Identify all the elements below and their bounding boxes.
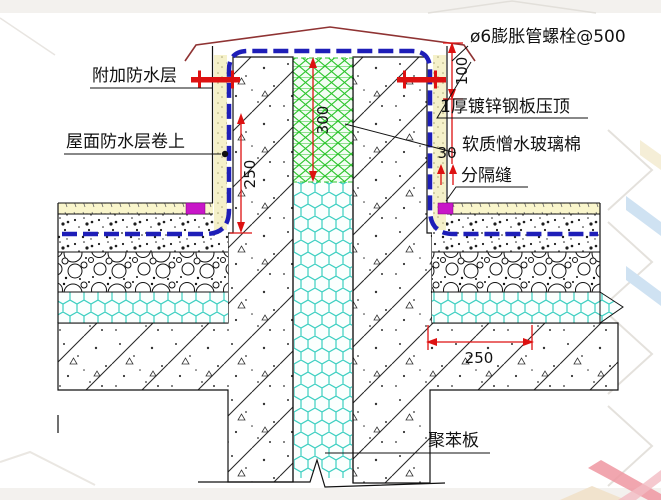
left-sealant-block xyxy=(185,202,206,215)
left-roof-layers xyxy=(57,202,228,433)
right-protective-screed xyxy=(447,203,600,214)
label-roof-membrane-up: 屋面防水层卷上 xyxy=(66,132,185,152)
leader-lines xyxy=(64,45,588,454)
waterproof-membrane-line xyxy=(62,48,598,237)
right-chevrons-decor xyxy=(607,129,654,487)
left-protective-screed xyxy=(58,203,213,214)
joint-break-notch xyxy=(309,459,327,481)
right-roof-layers xyxy=(432,202,624,324)
dim-text-250-bottom: 250 xyxy=(465,349,494,367)
joint-polystyrene-filler xyxy=(294,182,352,478)
right-insulation-break xyxy=(599,291,624,324)
right-sealant-block xyxy=(437,202,454,215)
dim-text-250-left: 250 xyxy=(241,160,259,189)
label-glass-wool: 软质憎水玻璃棉 xyxy=(462,135,581,155)
right-additional-waterproof-strip xyxy=(433,55,446,230)
label-additional-waterproof: 附加防水层 xyxy=(92,66,177,86)
left-additional-waterproof-strip xyxy=(214,55,227,230)
dim-text-300: 300 xyxy=(314,106,332,135)
galvanized-coping-line xyxy=(184,26,476,62)
expansion-bolt-left xyxy=(191,70,240,89)
left-insulation-layer xyxy=(58,292,228,323)
label-separation-joint: 分隔缝 xyxy=(461,166,512,186)
left-gravel-layer xyxy=(58,252,228,292)
dim-text-30: 30 xyxy=(437,144,456,162)
right-gravel-layer xyxy=(432,252,600,292)
right-insulation-layer xyxy=(432,292,600,323)
parapet-waterproof-strips xyxy=(211,46,448,230)
bottom-break-line xyxy=(198,457,446,488)
membrane-leader-dot xyxy=(221,150,229,158)
dim-text-100: 100 xyxy=(453,57,471,86)
expansion-bolt-right xyxy=(397,70,446,89)
dimension-lines xyxy=(230,42,534,350)
label-expansion-bolt: ø6膨胀管螺栓@500 xyxy=(470,27,626,47)
label-galvanized-coping: 1厚镀锌钢板压顶 xyxy=(440,97,570,117)
label-polystyrene-board: 聚苯板 xyxy=(428,431,479,451)
